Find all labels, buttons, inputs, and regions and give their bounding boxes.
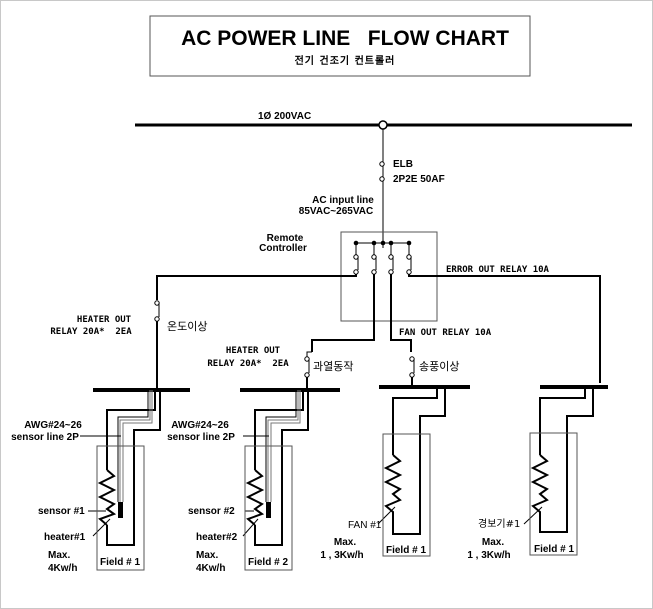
heater-relay-1-rating: RELAY 20A* 2EA [50,327,132,337]
breaker-contact-icon [379,176,385,182]
field-box [96,445,145,571]
relay-contact-icon [406,269,412,275]
field-box [244,445,293,571]
alarm-label: 경보기#1 [478,517,520,530]
field-label: Field # 1 [100,557,140,568]
field-heater-1: AWG#24~26 sensor line 2P sensor #1 heate… [11,390,161,574]
field-box [382,433,431,557]
elb-breaker: ELB 2P2E 50AF [379,129,445,248]
diagram-subtitle: 전기 건조기 컨트롤러 [295,54,396,67]
cable-spec: AWG#24~26 [171,420,229,431]
relay-contact-icon [409,372,415,378]
heater-relay-1-contact-label: 온도이상 [167,320,207,333]
max-power: 1 , 3Kw/h [320,550,363,561]
cable-desc: sensor line 2P [11,432,79,443]
error-relay-label: ERROR OUT RELAY 10A [446,265,550,275]
field-box [529,432,578,556]
relay-contacts [353,243,412,275]
fan-label: FAN #1 [348,520,382,531]
title-box [149,15,531,77]
main-line-label: 1Ø 200VAC [258,111,311,122]
heater1-wire [156,274,357,300]
fan-contact-label: 송풍이상 [419,360,459,373]
field-alarm-1: 경보기#1 Max. 1 , 3Kw/h Field # 1 [467,387,594,561]
heater-relay-1: HEATER OUT RELAY 20A* 2EA 온도이상 [50,300,207,390]
max-label: Max. [48,550,70,561]
heater-label: heater#1 [44,532,86,543]
junction-node-icon [378,120,388,130]
fan-relay-label: FAN OUT RELAY 10A [399,328,492,338]
max-power: 4Kw/h [48,563,77,574]
field-heater-2: AWG#24~26 sensor line 2P sensor #2 heate… [167,390,309,574]
alarm-element-icon [530,454,550,518]
relay-contact-icon [304,372,310,378]
sensor-label: sensor #2 [188,506,235,517]
main-power-line: 1Ø 200VAC [135,111,632,130]
controller-label: Controller [259,243,307,254]
field-label: Field # 1 [386,545,426,556]
heater-relay-1-label: HEATER OUT [77,315,132,325]
heater-relay-2-contact-label: 과열동작 [313,360,353,373]
relay-contact-icon [388,269,394,275]
fan-element-icon [383,454,403,520]
breaker-rating: 2P2E 50AF [393,174,445,185]
output-wiring [156,274,601,383]
max-power: 1 , 3Kw/h [467,550,510,561]
field-fan-1: FAN #1 Max. 1 , 3Kw/h Field # 1 [320,387,446,561]
ac-input-label: AC input line [312,195,374,206]
relay-contact-icon [371,269,377,275]
max-label: Max. [482,537,504,548]
heater-relay-2-label: HEATER OUT [226,346,281,356]
field-label: Field # 1 [534,544,574,555]
remote-label: Remote [267,233,304,244]
breaker-label: ELB [393,159,413,170]
fan-relay-contact: 송풍이상 [409,356,459,387]
node-dot-icon [380,240,386,246]
sensor-icon [118,502,123,518]
max-label: Max. [196,550,218,561]
heater-relay-2: HEATER OUT RELAY 20A* 2EA 과열동작 [207,346,353,390]
fan-wire [390,274,412,352]
title-block: AC POWER LINE FLOW CHART 전기 건조기 컨트롤러 [149,15,531,77]
heater2-wire [311,274,375,352]
heater-element-icon [97,469,117,526]
max-power: 4Kw/h [196,563,225,574]
field-label: Field # 2 [248,557,288,568]
diagram-title: AC POWER LINE FLOW CHART [181,27,509,50]
error-wire [408,274,601,383]
ac-input-range: 85VAC~265VAC [299,206,373,217]
breaker-contact-icon [379,161,385,167]
sensor-icon [266,502,271,518]
cable-desc: sensor line 2P [167,432,235,443]
max-label: Max. [334,537,356,548]
relay-contact-icon [353,269,359,275]
heater-label: heater#2 [196,532,238,543]
relay-contact-icon [154,316,160,322]
heater-relay-2-rating: RELAY 20A* 2EA [207,359,289,369]
heater-element-icon [245,469,265,526]
sensor-label: sensor #1 [38,506,85,517]
cable-spec: AWG#24~26 [24,420,82,431]
